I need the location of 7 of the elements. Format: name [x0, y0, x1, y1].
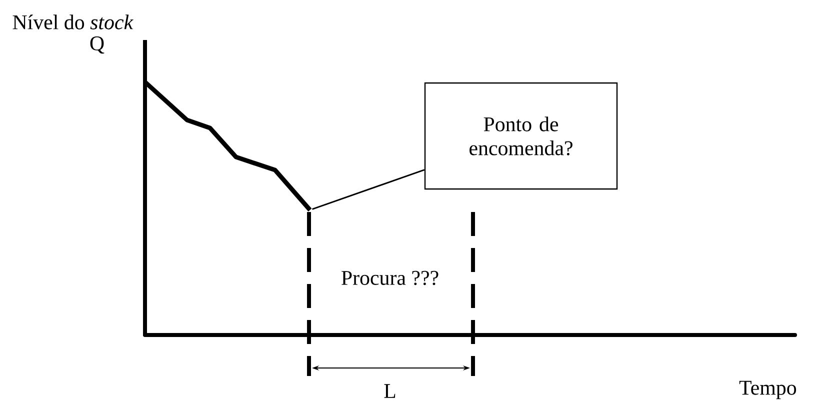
- dimension-label: L: [384, 384, 396, 398]
- axis-title: Nível do stock: [12, 14, 134, 30]
- region-label: Procura ???: [342, 270, 438, 286]
- leader-line: [312, 169, 425, 210]
- axis-value: Q: [90, 36, 104, 54]
- callout-box: Ponto de encomenda?: [424, 82, 618, 190]
- axis-title: Tempo: [739, 380, 796, 400]
